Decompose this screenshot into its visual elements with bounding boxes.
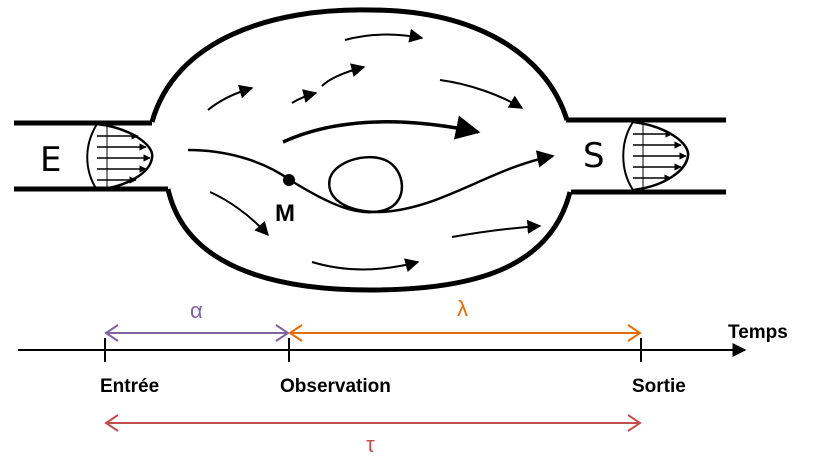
tick-label-observation: Observation — [280, 376, 391, 397]
inlet-label: E — [40, 140, 61, 180]
interval-tau-label: τ — [366, 432, 375, 454]
point-label: M — [275, 200, 295, 227]
inlet-pipe — [14, 120, 168, 192]
flow-arrow — [321, 63, 366, 87]
flow-arrow — [291, 89, 318, 104]
interval-lambda: λ — [288, 296, 642, 342]
reactor-vessel: E S M — [14, 7, 726, 293]
particle-trajectory — [187, 148, 555, 214]
flow-arrow — [209, 191, 269, 237]
flow-arrow — [451, 219, 542, 238]
inlet-velocity-profile — [86, 122, 154, 192]
flow-arrow — [344, 28, 424, 43]
flow-arrow — [311, 258, 420, 272]
axis-label: Temps — [728, 322, 788, 343]
flow-arrow — [439, 79, 524, 109]
outlet-label: S — [583, 136, 605, 176]
tick-label-exit: Sortie — [632, 376, 686, 397]
interval-tau: τ — [104, 414, 642, 457]
vessel-body — [149, 7, 573, 293]
time-axis: Temps Entrée Observation Sortie — [18, 322, 788, 397]
interval-alpha: α — [104, 298, 290, 342]
particle-point — [283, 174, 295, 186]
tick-label-entry: Entrée — [100, 376, 159, 397]
flow-arrow — [207, 84, 254, 111]
interval-lambda-label: λ — [457, 296, 468, 321]
outlet-velocity-profile — [622, 120, 690, 192]
outlet-pipe — [566, 117, 726, 195]
flow-arrow — [282, 115, 481, 144]
flow-arrows — [207, 28, 542, 272]
interval-alpha-label: α — [190, 298, 203, 323]
